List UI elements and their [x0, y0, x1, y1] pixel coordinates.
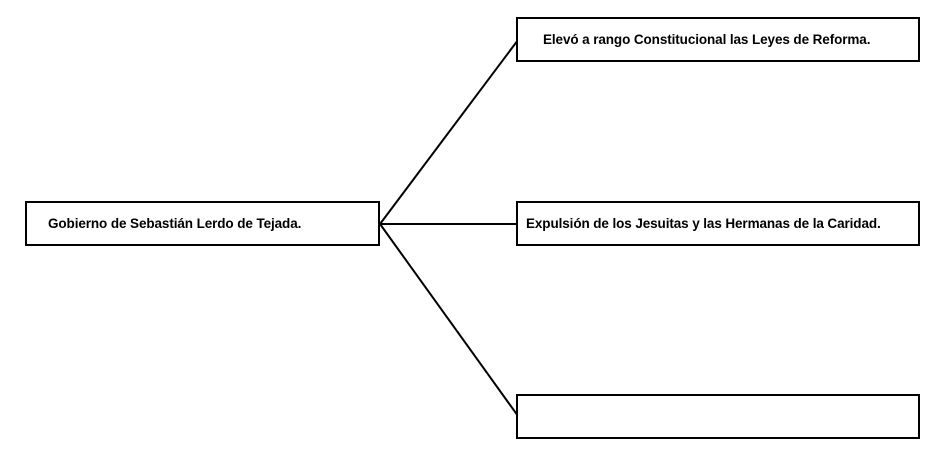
branch-node-2: Expulsión de los Jesuitas y las Hermanas… [516, 201, 920, 246]
root-node-label: Gobierno de Sebastián Lerdo de Tejada. [48, 216, 302, 231]
root-node: Gobierno de Sebastián Lerdo de Tejada. [25, 201, 380, 246]
connector-to-branch-3 [379, 223, 519, 417]
branch-node-1-label: Elevó a rango Constitucional las Leyes d… [543, 32, 871, 47]
branch-node-2-label: Expulsión de los Jesuitas y las Hermanas… [526, 216, 881, 231]
connector-to-branch-1 [379, 39, 519, 225]
branch-node-1: Elevó a rango Constitucional las Leyes d… [516, 17, 920, 62]
branch-node-3-empty [516, 394, 920, 439]
